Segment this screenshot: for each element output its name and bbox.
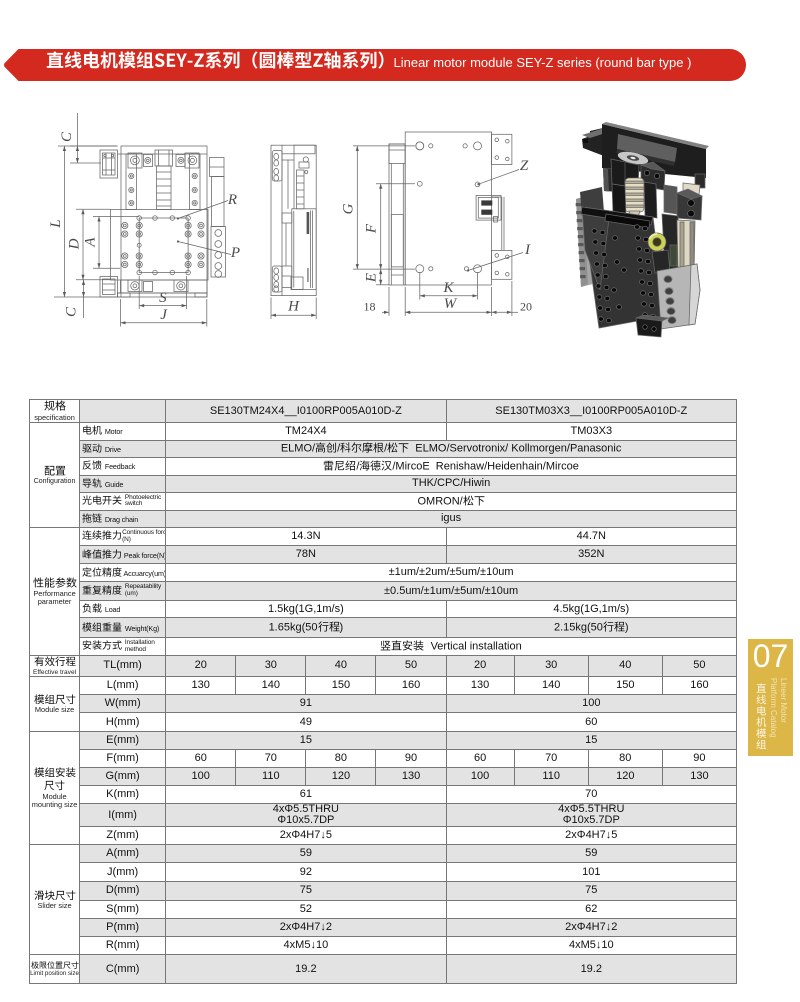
svg-text:C: C [59, 131, 75, 142]
svg-text:G: G [340, 203, 356, 214]
svg-text:20: 20 [520, 300, 532, 314]
svg-text:K: K [442, 280, 454, 296]
svg-text:J: J [160, 307, 168, 323]
svg-text:L: L [48, 219, 64, 228]
svg-text:D: D [67, 238, 83, 250]
svg-text:P: P [230, 245, 240, 261]
svg-text:F: F [364, 223, 380, 234]
svg-text:C: C [64, 306, 80, 317]
svg-text:W: W [444, 296, 458, 312]
svg-text:E: E [364, 273, 380, 283]
svg-text:H: H [287, 299, 300, 315]
svg-text:Z: Z [520, 158, 529, 174]
svg-text:R: R [227, 192, 237, 208]
svg-text:A: A [83, 237, 99, 248]
svg-text:S: S [159, 290, 167, 306]
svg-text:I: I [524, 242, 531, 258]
svg-text:18: 18 [364, 300, 376, 314]
